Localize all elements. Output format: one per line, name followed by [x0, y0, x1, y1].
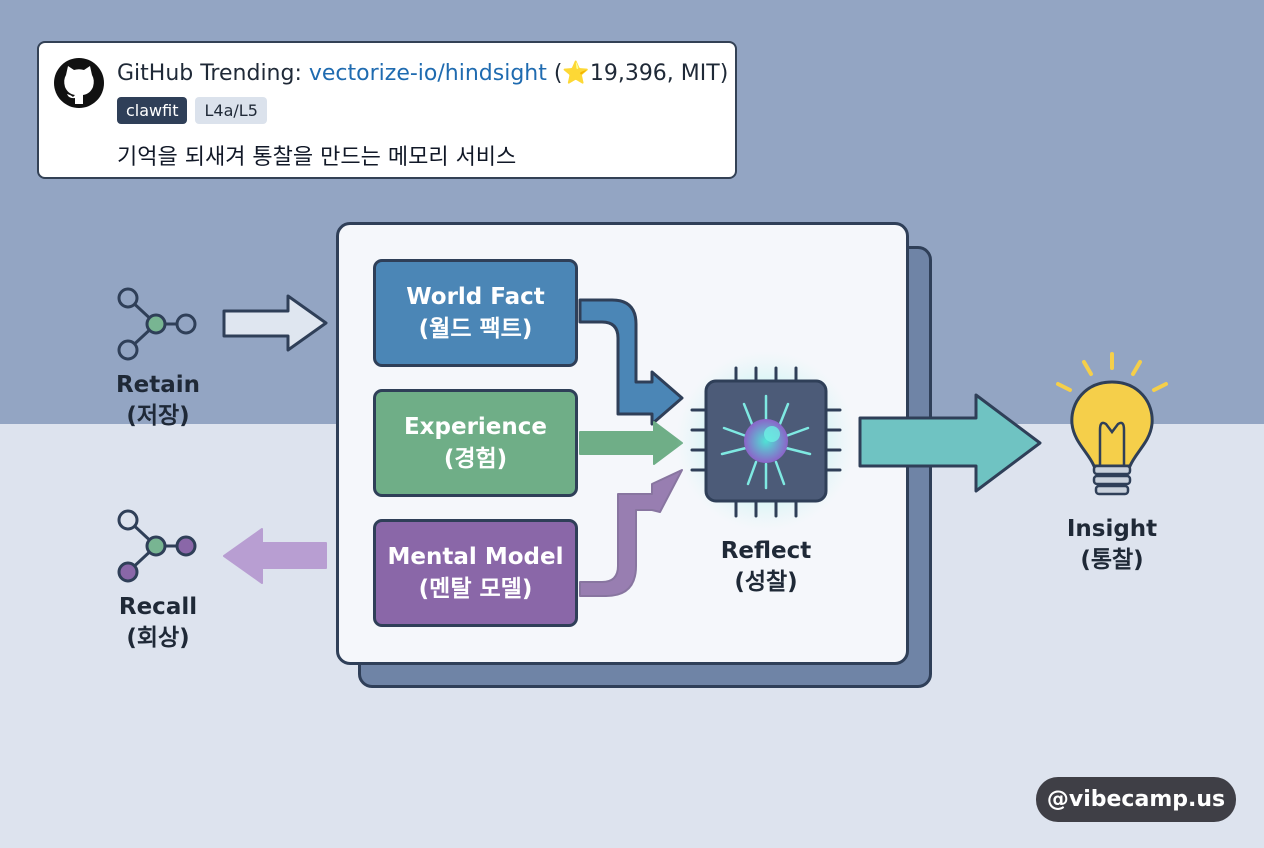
retain-graph-icon: [117, 287, 197, 361]
tag-clawfit: clawfit: [117, 97, 188, 124]
mental-model-arrow: [579, 469, 683, 597]
lightbulb-icon: [1056, 352, 1168, 496]
title-prefix: GitHub Trending:: [117, 61, 309, 86]
repo-info-card: GitHub Trending: vectorize-io/hindsight …: [37, 41, 737, 179]
chip-icon: [676, 351, 856, 531]
tag-list: clawfit L4a/L5: [117, 97, 267, 124]
recall-label: Recall (회상): [98, 592, 218, 654]
retain-arrow: [222, 294, 328, 352]
insight-arrow: [858, 393, 1042, 493]
experience-label-ko: (경험): [443, 446, 508, 472]
recall-label-en: Recall: [118, 594, 198, 620]
retain-label: Retain (저장): [98, 370, 218, 432]
github-icon: [54, 58, 104, 108]
experience-label: Experience: [403, 413, 548, 440]
reflect-label-ko: (성찰): [734, 569, 798, 596]
recall-arrow: [223, 528, 327, 584]
insight-label-ko: (통찰): [1080, 547, 1144, 574]
recall-graph-icon: [117, 509, 197, 583]
world-fact-arrow: [578, 298, 684, 426]
watermark-badge: @vibecamp.us: [1036, 777, 1236, 822]
mental-model-label: Mental Model: [387, 543, 564, 570]
tag-level: L4a/L5: [195, 97, 267, 124]
reflect-label-en: Reflect: [720, 538, 812, 564]
experience-box: Experience (경험): [373, 389, 578, 497]
mental-model-label-ko: (멘탈 모델): [418, 576, 533, 602]
card-title: GitHub Trending: vectorize-io/hindsight …: [117, 61, 728, 86]
world-fact-label: World Fact: [406, 283, 545, 310]
experience-arrow: [579, 421, 683, 465]
insight-label: Insight (통찰): [1052, 514, 1172, 576]
reflect-label: Reflect (성찰): [706, 536, 826, 598]
recall-label-ko: (회상): [126, 625, 190, 652]
world-fact-box: World Fact (월드 팩트): [373, 259, 578, 367]
repo-link[interactable]: vectorize-io/hindsight: [308, 61, 547, 86]
retain-label-ko: (저장): [126, 403, 190, 430]
insight-label-en: Insight: [1066, 516, 1158, 542]
repo-description: 기억을 되새겨 통찰을 만드는 메모리 서비스: [117, 145, 517, 170]
world-fact-label-ko: (월드 팩트): [418, 316, 533, 342]
retain-label-en: Retain: [115, 372, 201, 398]
repo-stats: (⭐19,396, MIT): [546, 61, 729, 86]
mental-model-box: Mental Model (멘탈 모델): [373, 519, 578, 627]
